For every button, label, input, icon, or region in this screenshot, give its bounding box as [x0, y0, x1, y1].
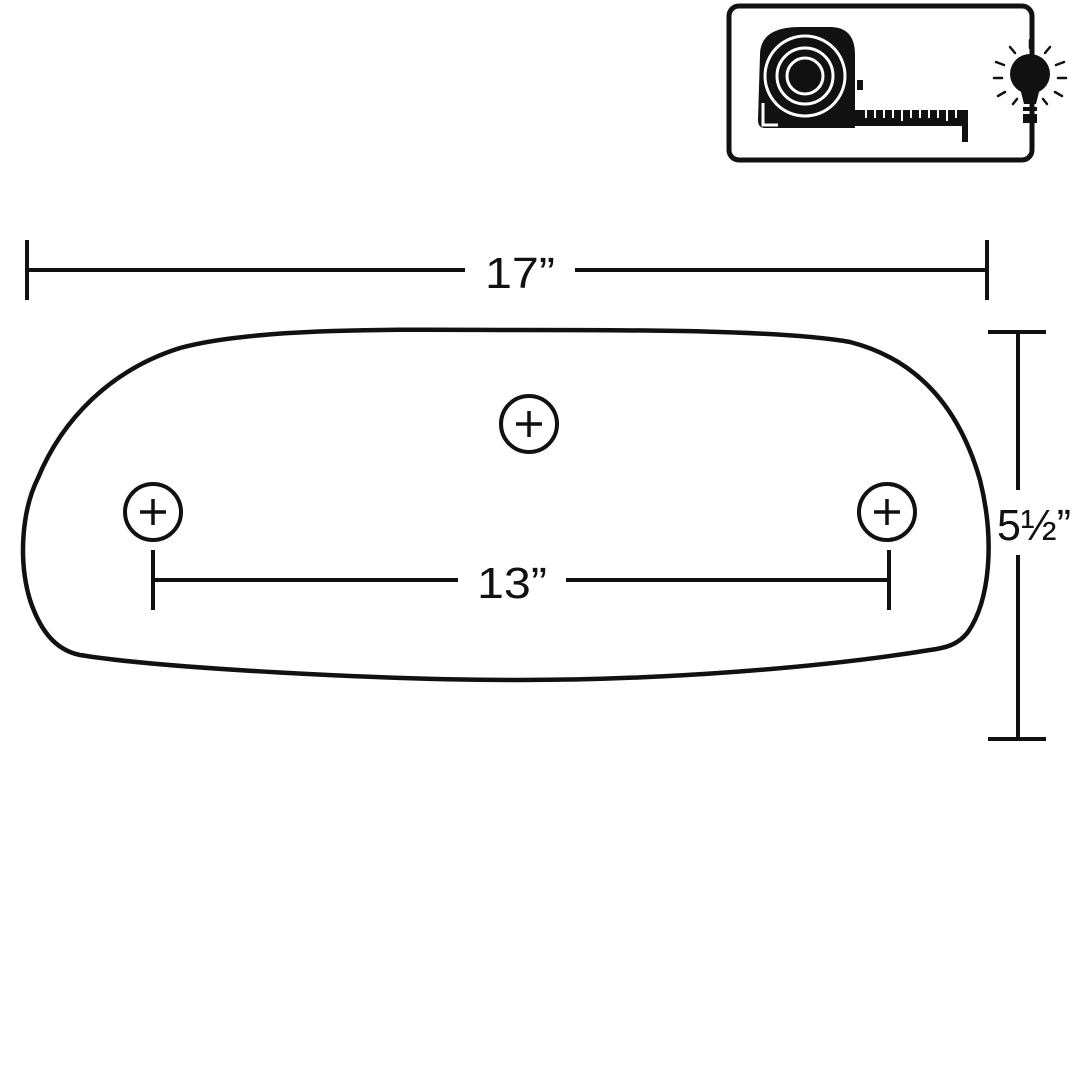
tape-measure-icon: [758, 27, 968, 142]
light-bulb-icon: [992, 38, 1068, 123]
mounting-hole-top: [499, 394, 559, 454]
tape-measure-badge: [726, 3, 1068, 163]
height-dimension: 5½”: [988, 330, 1071, 741]
overall-width-label: 17”: [485, 249, 555, 298]
mounting-hole-left: [123, 482, 183, 542]
plate-outline: [20, 327, 991, 683]
overall-width-dimension: 17”: [25, 240, 989, 300]
hole-spacing-dimension: 13”: [151, 550, 891, 610]
height-label: 5½”: [997, 501, 1071, 550]
hole-spacing-label: 13”: [477, 559, 547, 608]
mounting-hole-right: [857, 482, 917, 542]
